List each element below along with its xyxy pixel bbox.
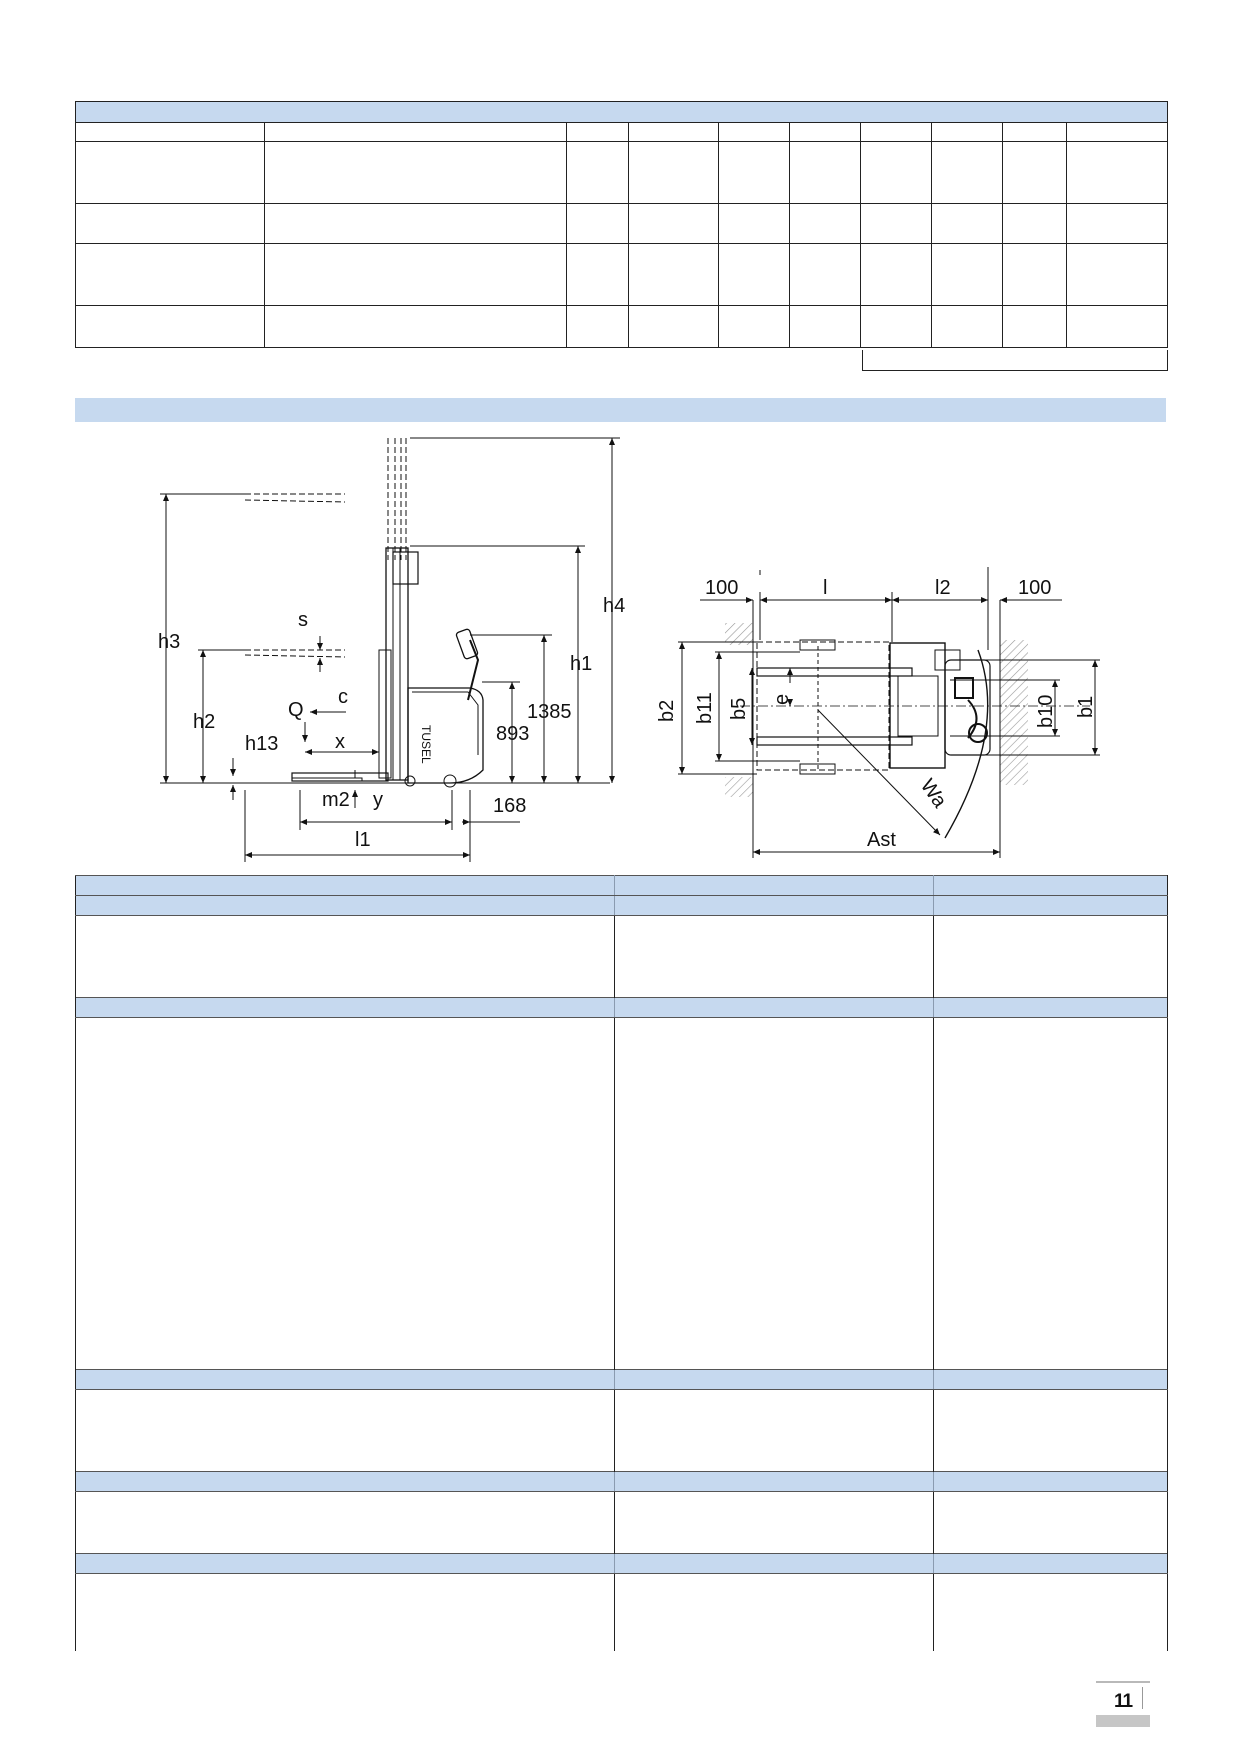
page-number-divider bbox=[1142, 1687, 1143, 1709]
page-number-rule bbox=[1096, 1681, 1150, 1683]
table-column-header-row bbox=[75, 122, 1169, 142]
section-header-row bbox=[75, 997, 1168, 1018]
page-number-block: 11 bbox=[1096, 1681, 1150, 1727]
label-100-right: 100 bbox=[1018, 577, 1051, 599]
label-100-left: 100 bbox=[705, 577, 738, 599]
label-h4: h4 bbox=[603, 595, 625, 617]
label-l1: l1 bbox=[355, 829, 371, 851]
table-row bbox=[75, 243, 1169, 306]
section-body bbox=[75, 1389, 1168, 1472]
header-spec-table bbox=[74, 101, 1169, 348]
technical-data-table bbox=[75, 875, 1168, 1651]
side-view-labels: h3 h2 h13 s Q c x m2 y l1 168 893 1385 h… bbox=[158, 595, 625, 851]
label-h1: h1 bbox=[570, 653, 592, 675]
label-s: s bbox=[298, 609, 308, 631]
label-Q: Q bbox=[288, 699, 304, 721]
label-h2: h2 bbox=[193, 711, 215, 733]
label-168: 168 bbox=[493, 795, 526, 817]
label-x: x bbox=[335, 731, 345, 753]
label-b10: b10 bbox=[1035, 695, 1057, 728]
label-y: y bbox=[373, 789, 383, 811]
label-b1: b1 bbox=[1075, 696, 1097, 718]
label-l2: l2 bbox=[935, 577, 951, 599]
label-Wa: Wa bbox=[916, 775, 951, 812]
label-b5: b5 bbox=[728, 698, 750, 720]
section-header-row bbox=[75, 1471, 1168, 1492]
label-l: l bbox=[823, 577, 827, 599]
svg-text:TUSEL: TUSEL bbox=[419, 725, 433, 764]
label-b2: b2 bbox=[656, 700, 678, 722]
section-header-band bbox=[75, 398, 1166, 422]
section-header-row bbox=[75, 1369, 1168, 1390]
dimension-drawings: TUSEL bbox=[158, 437, 1100, 862]
section-header-row bbox=[75, 875, 1168, 896]
section-header-row bbox=[75, 1553, 1168, 1574]
label-e: e bbox=[771, 694, 793, 705]
label-c: c bbox=[338, 686, 348, 708]
section-body bbox=[75, 1017, 1168, 1370]
section-body bbox=[75, 915, 1168, 998]
table-title-row bbox=[74, 101, 1169, 123]
top-view-drawing bbox=[678, 567, 1100, 858]
table-footnote-box bbox=[862, 350, 1168, 371]
table-row bbox=[75, 203, 1169, 244]
label-m2: m2 bbox=[322, 789, 350, 811]
section-body bbox=[75, 1573, 1168, 1651]
page-number-bar bbox=[1096, 1715, 1150, 1727]
label-893: 893 bbox=[496, 723, 529, 745]
label-b11: b11 bbox=[694, 692, 716, 724]
section-body bbox=[75, 1491, 1168, 1554]
label-h3: h3 bbox=[158, 631, 180, 653]
label-Ast: Ast bbox=[867, 829, 896, 851]
page-number: 11 bbox=[1114, 1691, 1133, 1712]
label-1385: 1385 bbox=[527, 701, 572, 723]
label-h13: h13 bbox=[245, 733, 278, 755]
table-row bbox=[75, 305, 1169, 348]
section-header-row bbox=[75, 895, 1168, 916]
side-view-drawing: TUSEL bbox=[160, 437, 620, 862]
top-view-labels: 100 l l2 100 b2 b11 b5 e b10 b1 Wa Ast bbox=[656, 577, 1097, 851]
